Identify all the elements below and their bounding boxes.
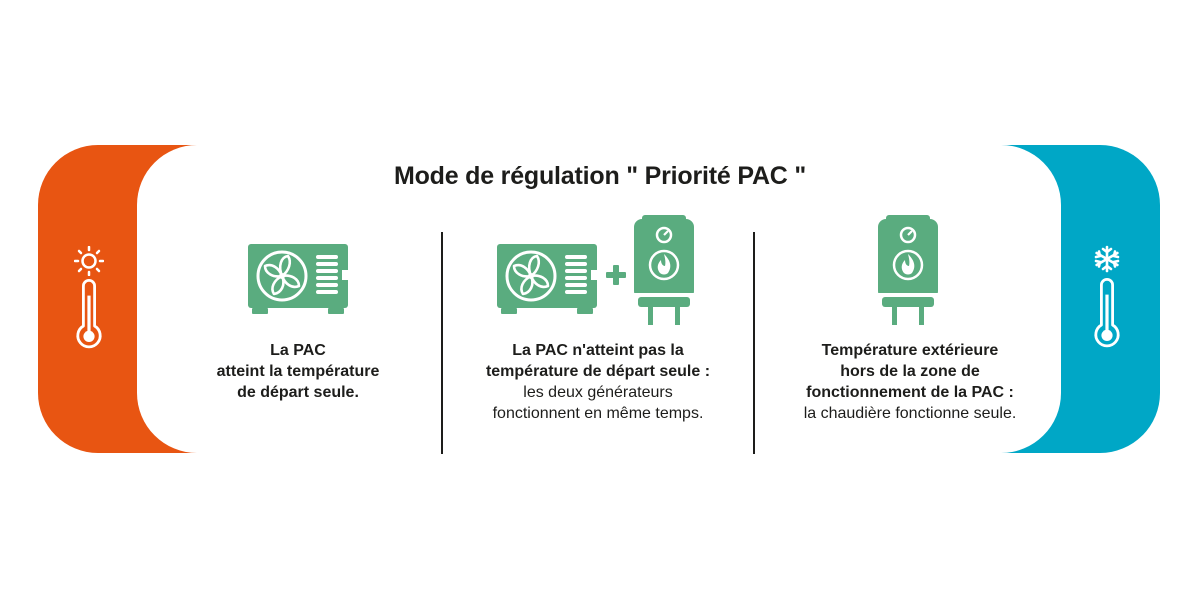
caption-line: hors de la zone de (840, 363, 980, 380)
caption-line: La PAC n'atteint pas la (512, 342, 684, 359)
caption-line: température de départ seule : (485, 363, 711, 380)
thermometer-icon (69, 278, 109, 350)
caption-line: de départ seule. (237, 384, 359, 401)
caption-both-generators: La PAC n'atteint pas la température de d… (446, 340, 750, 424)
heat-pump-icon (248, 244, 348, 314)
caption-line: Température extérieure (821, 342, 999, 359)
caption-line: La PAC (270, 342, 326, 359)
boiler-icon (634, 215, 694, 325)
column-divider (441, 232, 443, 454)
caption-line: les deux générateurs (523, 384, 673, 401)
heat-pump-icon (497, 244, 597, 314)
caption-pac-alone: La PAC atteint la température de départ … (168, 340, 428, 403)
caption-boiler-alone: Température extérieure hors de la zone d… (762, 340, 1058, 424)
page-title: Mode de régulation " Priorité PAC " (393, 162, 807, 190)
snowflake-icon (1094, 245, 1120, 273)
caption-line: fonctionnent en même temps. (492, 405, 704, 422)
caption-line: fonctionnement de la PAC : (806, 384, 1014, 401)
caption-line: atteint la température (216, 363, 380, 380)
boiler-icon (878, 215, 938, 325)
column-divider (753, 232, 755, 454)
caption-line: la chaudière fonctionne seule. (803, 405, 1017, 422)
plus-icon (606, 265, 626, 285)
sun-icon (74, 246, 104, 276)
thermometer-icon (1087, 277, 1127, 349)
